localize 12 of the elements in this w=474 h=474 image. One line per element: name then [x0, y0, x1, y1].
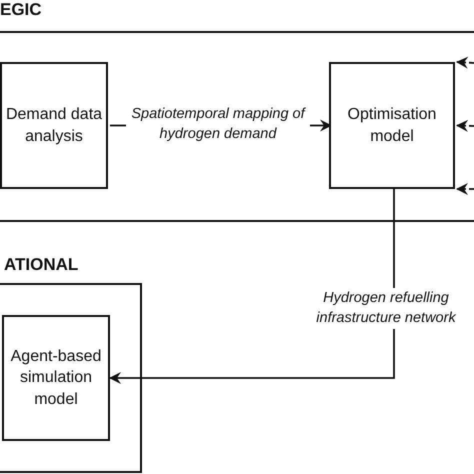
box-label: Optimisation model [346, 104, 438, 146]
box-label: Demand data analysis [4, 104, 104, 146]
section-heading: ATIONAL [4, 255, 78, 275]
arrow [456, 56, 474, 69]
section-heading: EGIC [0, 0, 42, 20]
box-label: Agent-based simulation model [10, 346, 102, 410]
arrow [109, 189, 395, 384]
arrow [456, 183, 474, 195]
process-box [0, 62, 108, 189]
process-box [2, 315, 110, 441]
process-box [329, 62, 455, 189]
arrow [456, 120, 474, 132]
